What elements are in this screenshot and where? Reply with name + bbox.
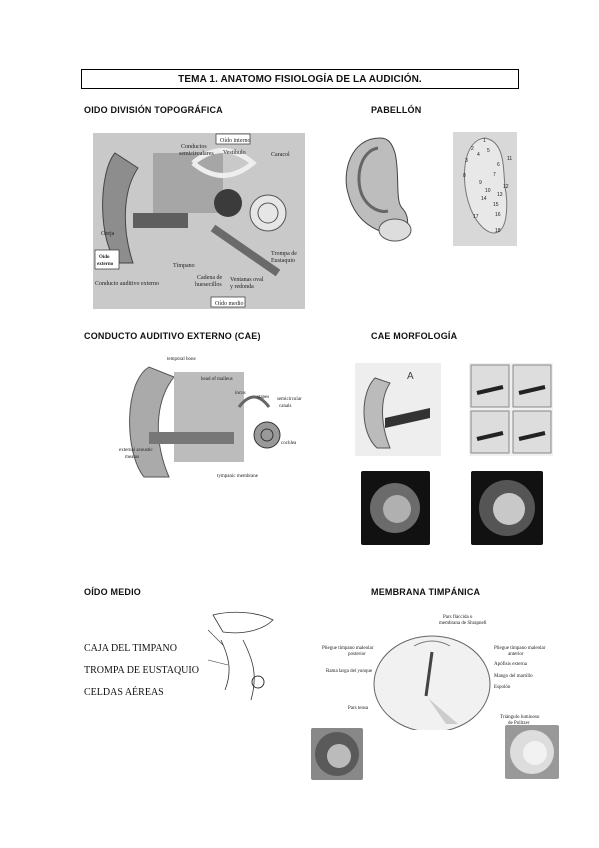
pinna-numbered-photo: 1 2 3 4 5 6 7 8 9 10 11 12 13 14 15 16 1… bbox=[453, 132, 517, 246]
label-timpano: Tímpano bbox=[173, 263, 195, 269]
label-oido: Oído bbox=[99, 255, 110, 260]
label-trompa: Trompa de bbox=[271, 251, 297, 257]
label-huesecillos: huesecillos bbox=[195, 282, 222, 288]
heading-cae-morfologia: CAE MORFOLOGÍA bbox=[371, 331, 458, 341]
heading-cae: CONDUCTO AUDITIVO EXTERNO (CAE) bbox=[84, 331, 261, 341]
cae-label-meatus: external acoustic bbox=[119, 448, 154, 453]
label-conducto-externo: Conducto auditivo externo bbox=[95, 281, 159, 287]
pinna-illustration bbox=[345, 137, 412, 242]
cae-label-tympanic: tympanic membrane bbox=[217, 474, 259, 479]
pinna-num-2: 2 bbox=[471, 146, 474, 152]
tm-label-posterior: posterior bbox=[348, 652, 366, 657]
label-oido-medio: Oído medio bbox=[215, 301, 244, 307]
otoscopy-photo-2 bbox=[471, 471, 543, 545]
pinna-num-4: 4 bbox=[477, 152, 480, 158]
cae-label-meatus-2: meatus bbox=[125, 455, 139, 460]
cae-label-semicircular: semicircular bbox=[277, 397, 302, 402]
cae-diagram: temporal bone head of malleus incus stap… bbox=[119, 352, 307, 490]
pinna-num-5: 5 bbox=[487, 148, 490, 154]
pinna-num-8: 8 bbox=[463, 173, 466, 179]
label-oido-interno: Oído interno bbox=[220, 138, 251, 144]
tm-label-politzer: de Politzer bbox=[508, 721, 530, 726]
tm-label-shrapnell: membrana de Shrapnell bbox=[439, 621, 487, 626]
pinna-num-10: 10 bbox=[485, 188, 491, 194]
tm-label-espolon: Espolón bbox=[494, 685, 511, 690]
tympanic-photo-1 bbox=[311, 728, 363, 780]
tm-label-triangulo: Triángulo luminoso bbox=[500, 715, 540, 720]
label-ventanas: Ventanas oval bbox=[230, 277, 264, 283]
heading-oido-medio: OÍDO MEDIO bbox=[84, 587, 142, 597]
list-item: CAJA DEL TIMPANO bbox=[84, 643, 177, 654]
pinna-num-3: 3 bbox=[465, 158, 468, 164]
middle-ear-sketch bbox=[203, 610, 279, 705]
tm-label-mango: Mango del martillo bbox=[494, 674, 533, 679]
page-title: TEMA 1. ANATOMO FISIOLOGÍA DE LA AUDICIÓ… bbox=[81, 69, 519, 89]
pinna-num-16: 16 bbox=[495, 212, 501, 218]
label-conductos: Conductos bbox=[181, 144, 207, 150]
pinna-num-18: 18 bbox=[495, 228, 501, 234]
label-eustaquio: Eustaquio bbox=[271, 258, 295, 264]
label-externo: externo bbox=[97, 262, 114, 267]
pinna-num-1: 1 bbox=[483, 138, 486, 144]
label-redonda: y redonda bbox=[230, 284, 254, 290]
pinna-num-9: 9 bbox=[479, 180, 482, 186]
pinna-num-12: 12 bbox=[503, 184, 509, 190]
cae-label-incus: incus bbox=[235, 391, 246, 396]
label-semicirculares: semicirculares bbox=[179, 151, 214, 157]
pinna-num-17: 17 bbox=[473, 214, 479, 220]
pinna-num-14: 14 bbox=[481, 196, 487, 202]
cae-label-malleus: head of malleus bbox=[201, 377, 233, 382]
label-vestibulo: Vestíbulo bbox=[223, 150, 246, 156]
cae-label-stapes: stapes bbox=[257, 395, 269, 400]
label-oreja: Oreja bbox=[101, 231, 115, 237]
cae-morph-label-a: A bbox=[407, 371, 414, 382]
pinna-num-6: 6 bbox=[497, 162, 500, 168]
pinna-num-15: 15 bbox=[493, 202, 499, 208]
list-item: CELDAS AÉREAS bbox=[84, 687, 164, 698]
ear-division-diagram: Oído interno Conductos semicirculares Ve… bbox=[93, 133, 305, 309]
tympanic-membrane-diagram: Pars fláccida o membrana de Shrapnell Pl… bbox=[308, 612, 560, 730]
cae-morphology-sketch: A bbox=[355, 363, 441, 456]
tm-label-flaccida: Pars fláccida o bbox=[443, 615, 473, 620]
label-caracol: Caracol bbox=[271, 152, 290, 158]
tm-label-pliegue-post: Pliegue tímpano maleolar bbox=[322, 646, 374, 651]
pinna-num-13: 13 bbox=[497, 192, 503, 198]
cae-morphology-grid bbox=[469, 363, 553, 456]
tm-label-apofisis: Apófisis externa bbox=[494, 662, 528, 667]
list-item: TROMPA DE EUSTAQUIO bbox=[84, 665, 199, 676]
pinna-num-11: 11 bbox=[507, 156, 512, 162]
pinna-num-7: 7 bbox=[493, 172, 496, 178]
cae-label-canals: canals bbox=[279, 404, 292, 409]
otoscopy-photo-1 bbox=[361, 471, 430, 545]
label-cadena: Cadena de bbox=[197, 275, 222, 281]
oido-medio-list: CAJA DEL TIMPANO TROMPA DE EUSTAQUIO CEL… bbox=[84, 638, 199, 704]
tm-label-rama: Rama larga del yunque bbox=[326, 669, 373, 674]
tm-label-pars-tensa: Pars tensa bbox=[348, 706, 369, 711]
heading-oido-division: OIDO DIVISIÓN TOPOGRÁFICA bbox=[84, 105, 223, 115]
cae-label-cochlea: cochlea bbox=[281, 441, 297, 446]
heading-pabellon: PABELLÓN bbox=[371, 105, 422, 115]
tm-label-anterior: anterior bbox=[508, 652, 524, 657]
heading-membrana: MEMBRANA TIMPÁNICA bbox=[371, 587, 481, 597]
tympanic-photo-2 bbox=[505, 725, 559, 779]
tm-label-pliegue-ant: Pliegue tímpano maleolar bbox=[494, 646, 546, 651]
cae-label-temporal: temporal bone bbox=[167, 357, 197, 362]
